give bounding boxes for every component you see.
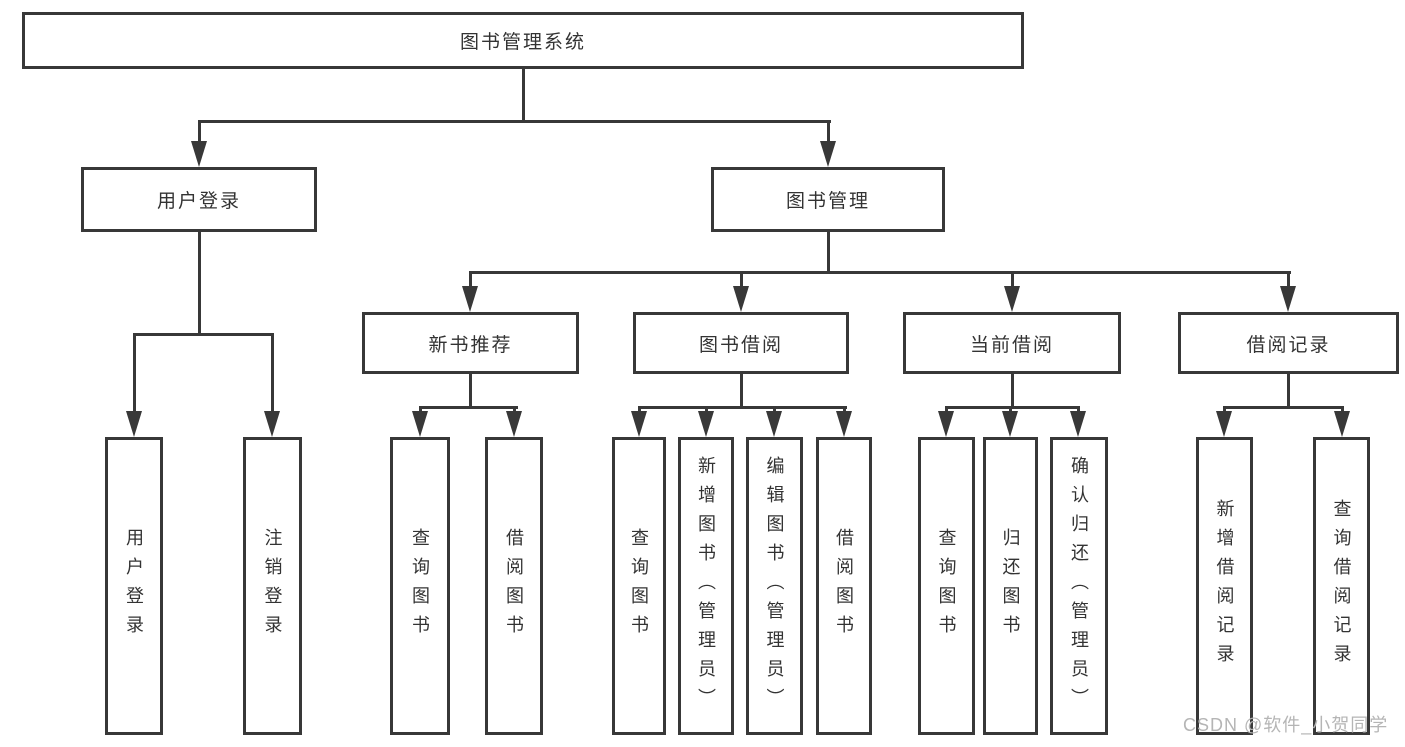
arrow-down-icon [938, 411, 954, 437]
arrow-down-icon [462, 286, 478, 312]
leaf-record-query-record: 查询借阅记录 [1313, 437, 1370, 735]
arrow-down-icon [1002, 411, 1018, 437]
arrow-down-icon [733, 286, 749, 312]
arrow-down-icon [1334, 411, 1350, 437]
arrow-down-icon [836, 411, 852, 437]
leaf-label: 编辑图书（管理员） [764, 455, 785, 717]
leaf-label: 注销登录 [262, 528, 283, 644]
leaf-current-query-book: 查询图书 [918, 437, 975, 735]
leaf-label: 查询图书 [629, 528, 649, 644]
connector-user-login-crossbar [132, 333, 274, 336]
connector-drop-borrow-record [1286, 271, 1290, 289]
node-book-borrow: 图书借阅 [633, 312, 849, 374]
arrow-down-icon [126, 411, 142, 437]
arrow-down-icon [766, 411, 782, 437]
leaf-label: 归还图书 [1000, 528, 1021, 644]
connector-book-borrow-stem [739, 374, 743, 409]
connector-drop-user-login [197, 120, 201, 150]
node-user-login: 用户登录 [81, 167, 317, 232]
node-label: 用户登录 [156, 191, 241, 212]
node-label: 图书管理 [785, 191, 870, 212]
connector-drop-book-borrow [739, 271, 743, 289]
leaf-label: 借阅图书 [504, 528, 524, 644]
leaf-current-return-book: 归还图书 [983, 437, 1038, 735]
leaf-label: 新增图书（管理员） [696, 455, 716, 717]
arrow-down-icon [1004, 286, 1020, 312]
arrow-down-icon [412, 411, 428, 437]
connector-drop-leaf-logout [270, 333, 274, 417]
node-label: 图书借阅 [698, 334, 783, 356]
leaf-newbook-borrow-book: 借阅图书 [485, 437, 543, 735]
node-library-management-system: 图书管理系统 [22, 12, 1024, 69]
connector-root-crossbar [197, 120, 831, 123]
node-borrow-record: 借阅记录 [1178, 312, 1399, 374]
node-label: 图书管理系统 [459, 32, 586, 53]
connector-drop-book-mgmt [826, 120, 830, 150]
connector-book-mgmt-crossbar [468, 271, 1291, 274]
arrow-down-icon [820, 141, 836, 167]
leaf-user-login: 用户登录 [105, 437, 163, 735]
leaf-label: 查询图书 [936, 528, 957, 644]
connector-borrow-record-crossbar [1222, 406, 1344, 409]
leaf-borrow-query-book: 查询图书 [612, 437, 666, 735]
leaf-label: 查询图书 [410, 528, 430, 644]
leaf-borrow-add-book-admin: 新增图书（管理员） [678, 437, 734, 735]
leaf-label: 新增借阅记录 [1214, 499, 1235, 673]
node-label: 当前借阅 [969, 334, 1054, 356]
node-current-borrow: 当前借阅 [903, 312, 1121, 374]
node-new-book-recommend: 新书推荐 [362, 312, 579, 374]
arrow-down-icon [631, 411, 647, 437]
connector-drop-leaf-user-login [132, 333, 136, 417]
leaf-logout: 注销登录 [243, 437, 302, 735]
csdn-watermark: CSDN @软件_小贺同学 [1183, 715, 1389, 735]
leaf-current-confirm-return-admin: 确认归还（管理员） [1050, 437, 1108, 735]
arrow-down-icon [1280, 286, 1296, 312]
leaf-label: 用户登录 [124, 528, 144, 644]
leaf-label: 借阅图书 [834, 528, 854, 644]
connector-root-stem [521, 68, 525, 122]
leaf-borrow-borrow-book: 借阅图书 [816, 437, 872, 735]
leaf-record-add-record: 新增借阅记录 [1196, 437, 1253, 735]
connector-book-mgmt-stem [826, 232, 830, 274]
connector-drop-new-book-rec [468, 271, 472, 289]
leaf-label: 确认归还（管理员） [1069, 455, 1089, 717]
connector-drop-current-borrow [1010, 271, 1014, 289]
leaf-label: 查询借阅记录 [1331, 499, 1352, 673]
connector-book-borrow-crossbar [637, 406, 847, 409]
arrow-down-icon [698, 411, 714, 437]
connector-new-book-rec-crossbar [418, 406, 518, 409]
leaf-newbook-query-book: 查询图书 [390, 437, 450, 735]
arrow-down-icon [506, 411, 522, 437]
node-label: 新书推荐 [428, 334, 513, 356]
connector-current-borrow-stem [1010, 374, 1014, 409]
arrow-down-icon [264, 411, 280, 437]
arrow-down-icon [1070, 411, 1086, 437]
node-label: 借阅记录 [1246, 334, 1331, 356]
arrow-down-icon [191, 141, 207, 167]
node-book-management: 图书管理 [711, 167, 945, 232]
connector-user-login-stem [197, 232, 201, 336]
arrow-down-icon [1216, 411, 1232, 437]
connector-borrow-record-stem [1286, 374, 1290, 409]
connector-current-borrow-crossbar [944, 406, 1080, 409]
leaf-borrow-edit-book-admin: 编辑图书（管理员） [746, 437, 803, 735]
connector-new-book-rec-stem [468, 374, 472, 409]
